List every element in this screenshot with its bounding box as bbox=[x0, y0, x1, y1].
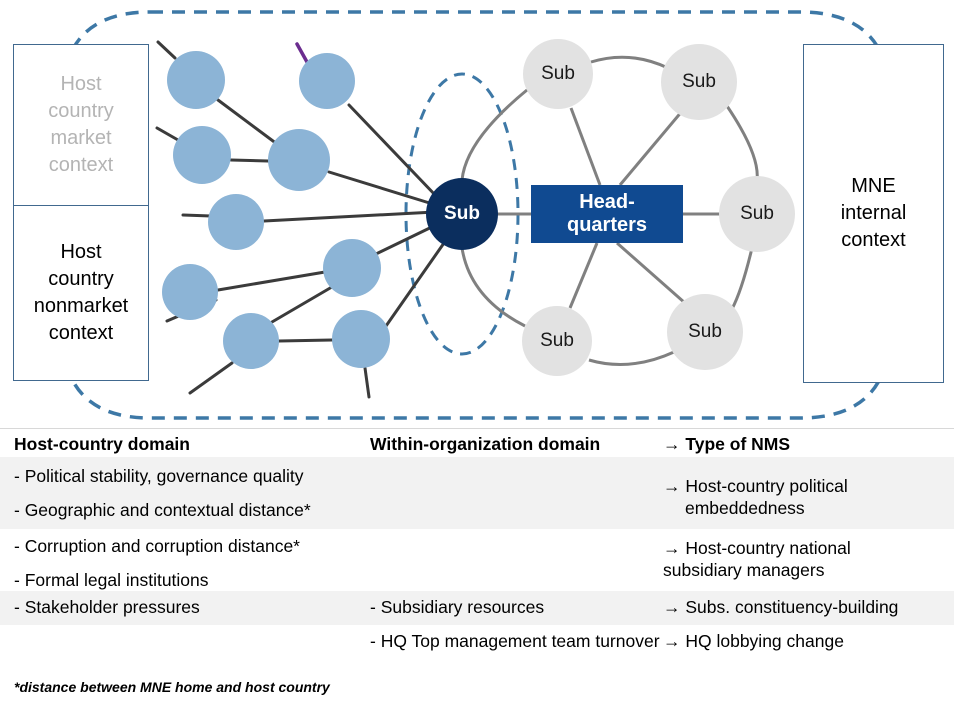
internal-subsidiary-node bbox=[522, 306, 592, 376]
external-actor-node bbox=[299, 53, 355, 109]
highlighted-tie-edge bbox=[295, 42, 309, 64]
table-header-row: Host-country domain Within-organization … bbox=[0, 429, 954, 457]
headquarters-label: Head- quarters bbox=[566, 191, 648, 236]
table-cell-line: - Corruption and corruption distance* bbox=[14, 536, 300, 556]
table-cell-host-country-domain: - Political stability, governance qualit… bbox=[14, 465, 374, 522]
table-cell-type-of-nms: → HQ lobbying change bbox=[663, 631, 844, 651]
table-row: - Political stability, governance qualit… bbox=[0, 457, 954, 529]
table-cell-line: - Geographic and contextual distance* bbox=[14, 500, 311, 521]
table-row: - Corruption and corruption distance* - … bbox=[0, 529, 954, 591]
external-actor-node bbox=[323, 239, 381, 297]
mne-internal-context-box: MNE internal context bbox=[803, 44, 944, 383]
table-footnote: *distance between MNE home and host coun… bbox=[14, 679, 330, 695]
internal-network-edges bbox=[460, 55, 759, 366]
headquarters-box: Head- quarters bbox=[531, 185, 683, 243]
diagram-svg bbox=[60, 10, 892, 420]
external-actor-node bbox=[167, 51, 225, 109]
table-cell-line: - Formal legal institutions bbox=[14, 570, 209, 591]
table-cell-line: - Stakeholder pressures bbox=[14, 597, 200, 617]
table-header-type-of-nms: → Type of NMS bbox=[663, 434, 791, 454]
host-country-nonmarket-context-label: Host country nonmarket context bbox=[33, 241, 129, 344]
internal-subsidiary-node bbox=[719, 176, 795, 252]
table-header-host-country-domain: Host-country domain bbox=[14, 434, 190, 454]
internal-subsidiary-nodes bbox=[522, 39, 795, 376]
table-cell-host-country-domain: - Corruption and corruption distance* - … bbox=[14, 535, 374, 592]
table-cell-within-organization-domain: - HQ Top management team turnover bbox=[370, 631, 660, 651]
external-actor-node bbox=[162, 264, 218, 320]
focal-subsidiary-node bbox=[426, 178, 498, 250]
nms-summary-table: Host-country domain Within-organization … bbox=[0, 428, 954, 701]
internal-subsidiary-node bbox=[661, 44, 737, 120]
mne-internal-context-label: MNE internal context bbox=[840, 175, 907, 251]
external-actor-node bbox=[223, 313, 279, 369]
external-actor-node bbox=[332, 310, 390, 368]
table-header-within-organization-domain: Within-organization domain bbox=[370, 434, 601, 454]
host-country-market-context-label: Host country market context bbox=[48, 73, 114, 176]
table-cell-type-of-nms: → Subs. constituency-building bbox=[663, 597, 899, 617]
external-actor-nodes bbox=[162, 51, 390, 369]
table-footnote-row: *distance between MNE home and host coun… bbox=[0, 679, 954, 701]
internal-subsidiary-node bbox=[523, 39, 593, 109]
table-row: - Stakeholder pressures - Subsidiary res… bbox=[0, 591, 954, 625]
external-actor-node bbox=[268, 129, 330, 191]
host-country-nonmarket-context-box: Host country nonmarket context bbox=[13, 205, 149, 381]
table-cell-line: - Political stability, governance qualit… bbox=[14, 466, 304, 486]
table-cell-host-country-domain: - Stakeholder pressures bbox=[14, 596, 374, 618]
table-cell-type-of-nms: → Host-country national subsidiary manag… bbox=[663, 538, 851, 581]
conceptual-diagram: Host country market context Host country… bbox=[13, 10, 944, 420]
table-row: - HQ Top management team turnover → HQ l… bbox=[0, 625, 954, 679]
table-cell-type-of-nms: → Host-country political embeddedness bbox=[663, 476, 848, 519]
host-country-market-context-box: Host country market context bbox=[13, 44, 149, 205]
internal-subsidiary-node bbox=[667, 294, 743, 370]
external-actor-node bbox=[173, 126, 231, 184]
external-actor-node bbox=[208, 194, 264, 250]
table-cell-within-organization-domain: - Subsidiary resources bbox=[370, 597, 545, 617]
